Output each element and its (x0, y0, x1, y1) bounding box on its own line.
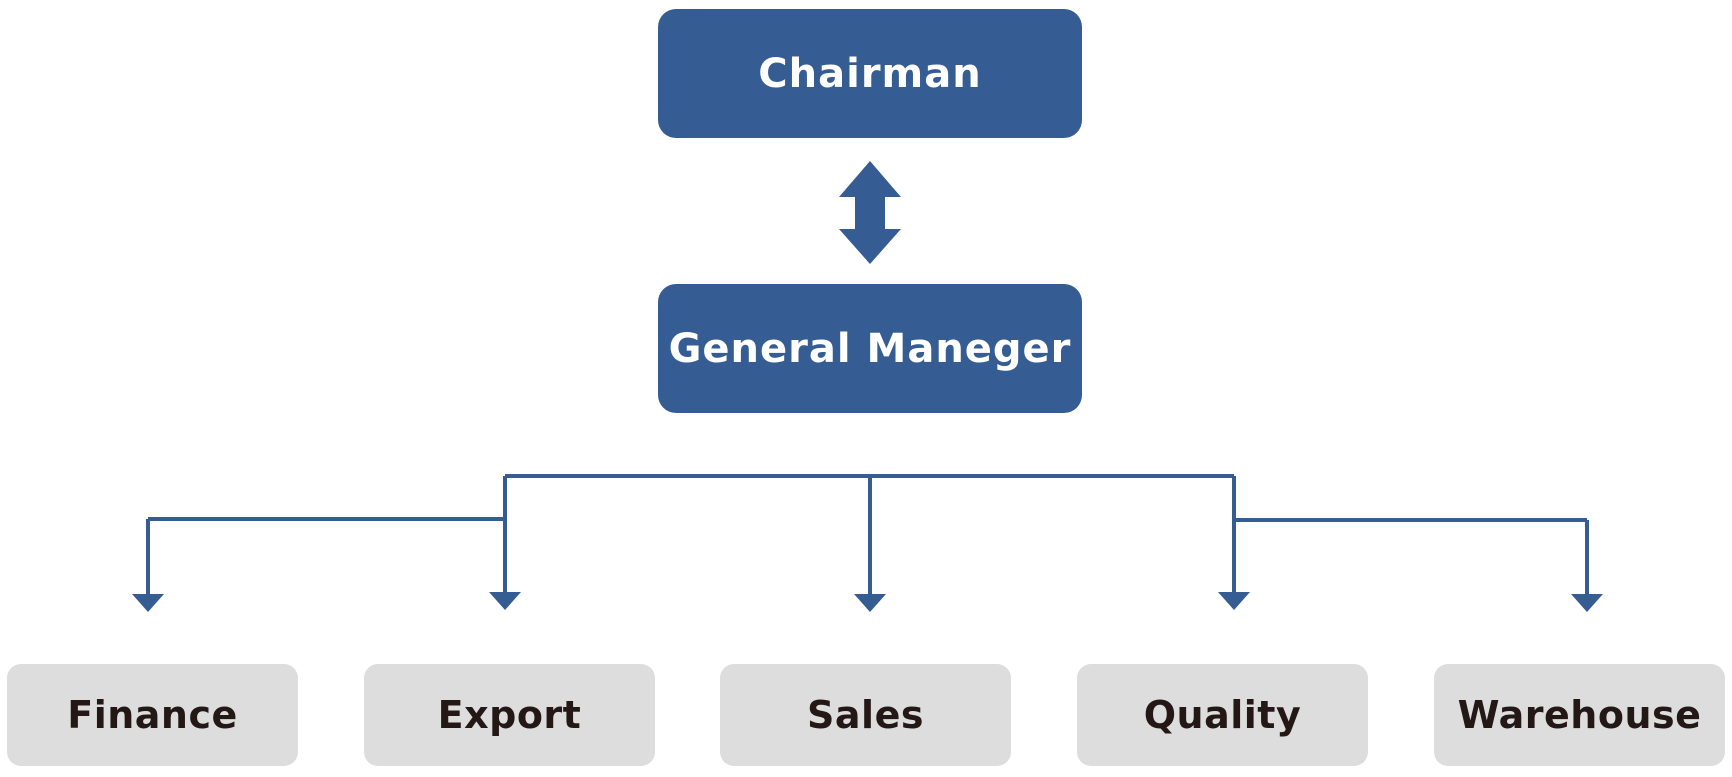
arrowhead-finance-icon (132, 594, 164, 612)
finance-label: Finance (67, 693, 238, 737)
arrowhead-warehouse-icon (1571, 594, 1603, 612)
warehouse-node: Warehouse (1434, 664, 1725, 766)
quality-label: Quality (1143, 693, 1302, 737)
warehouse-label: Warehouse (1457, 693, 1702, 737)
quality-node: Quality (1077, 664, 1368, 766)
sales-label: Sales (807, 693, 924, 737)
arrowhead-sales-icon (854, 594, 886, 612)
export-label: Export (437, 693, 582, 737)
chairman-gm-double-arrow-icon (839, 161, 901, 264)
chairman-node: Chairman (658, 9, 1082, 138)
chairman-label: Chairman (758, 50, 982, 97)
sales-node: Sales (720, 664, 1011, 766)
arrowhead-export-icon (489, 592, 521, 610)
general-manager-node: General Maneger (658, 284, 1082, 413)
finance-node: Finance (7, 664, 298, 766)
general-manager-label: General Maneger (668, 325, 1072, 372)
arrowhead-quality-icon (1218, 592, 1250, 610)
export-node: Export (364, 664, 655, 766)
